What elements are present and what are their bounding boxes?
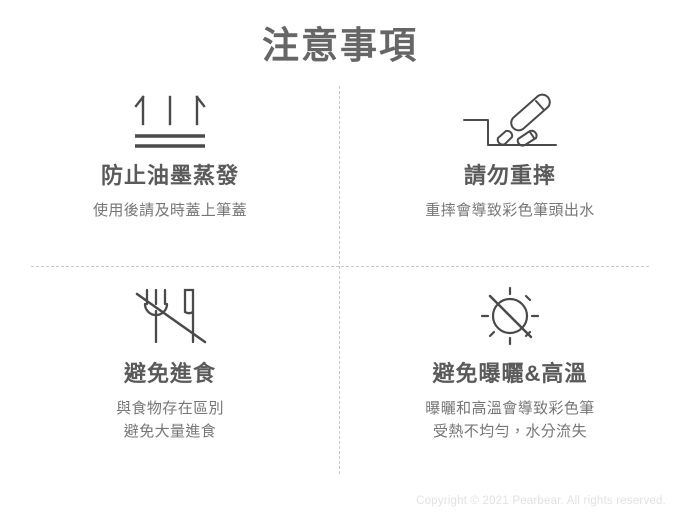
notice-heading: 避免進食 xyxy=(123,361,216,386)
footer-copyright: Copyright © 2021 Pearbear. All rights re… xyxy=(416,495,666,507)
notice-description-line: 與食物存在區別 xyxy=(116,399,224,417)
notice-heading: 避免曝曬&高溫 xyxy=(432,361,588,386)
notice-cell-ink-evaporation: 防止油墨蒸發 使用後請及時蓋上筆蓋 xyxy=(0,86,340,266)
notice-description-line: 重摔會導致彩色筆頭出水 xyxy=(425,201,595,219)
notice-cell-no-sun-heat: 避免曝曬&高溫 曝曬和高溫會導致彩色筆 受熱不均勻，水分流失 xyxy=(340,266,680,474)
notice-description: 與食物存在區別 避免大量進食 xyxy=(116,397,224,444)
notice-heading: 請勿重摔 xyxy=(463,163,556,188)
notice-cell-do-not-drop: 請勿重摔 重摔會導致彩色筆頭出水 xyxy=(340,86,680,266)
notice-description-line: 使用後請及時蓋上筆蓋 xyxy=(92,201,247,219)
notice-grid: 防止油墨蒸發 使用後請及時蓋上筆蓋 xyxy=(0,86,680,474)
divider-horizontal xyxy=(31,266,649,267)
ink-evaporation-icon xyxy=(129,90,211,152)
do-not-drop-icon xyxy=(458,90,562,152)
page-title: 注意事項 xyxy=(262,25,418,66)
no-eating-icon xyxy=(127,284,213,348)
notice-description: 曝曬和高溫會導致彩色筆 受熱不均勻，水分流失 xyxy=(425,397,594,444)
divider-vertical xyxy=(339,86,340,474)
notice-description: 重摔會導致彩色筆頭出水 xyxy=(425,199,594,222)
notice-heading: 防止油墨蒸發 xyxy=(100,163,239,188)
notice-description-line: 避免大量進食 xyxy=(123,422,217,440)
no-sun-heat-icon xyxy=(473,284,547,348)
notice-description-line: 受熱不均勻，水分流失 xyxy=(432,422,587,440)
notice-cell-no-eating: 避免進食 與食物存在區別 避免大量進食 xyxy=(0,266,340,474)
notice-description: 使用後請及時蓋上筆蓋 xyxy=(93,199,247,222)
notice-description-line: 曝曬和高溫會導致彩色筆 xyxy=(425,399,595,417)
